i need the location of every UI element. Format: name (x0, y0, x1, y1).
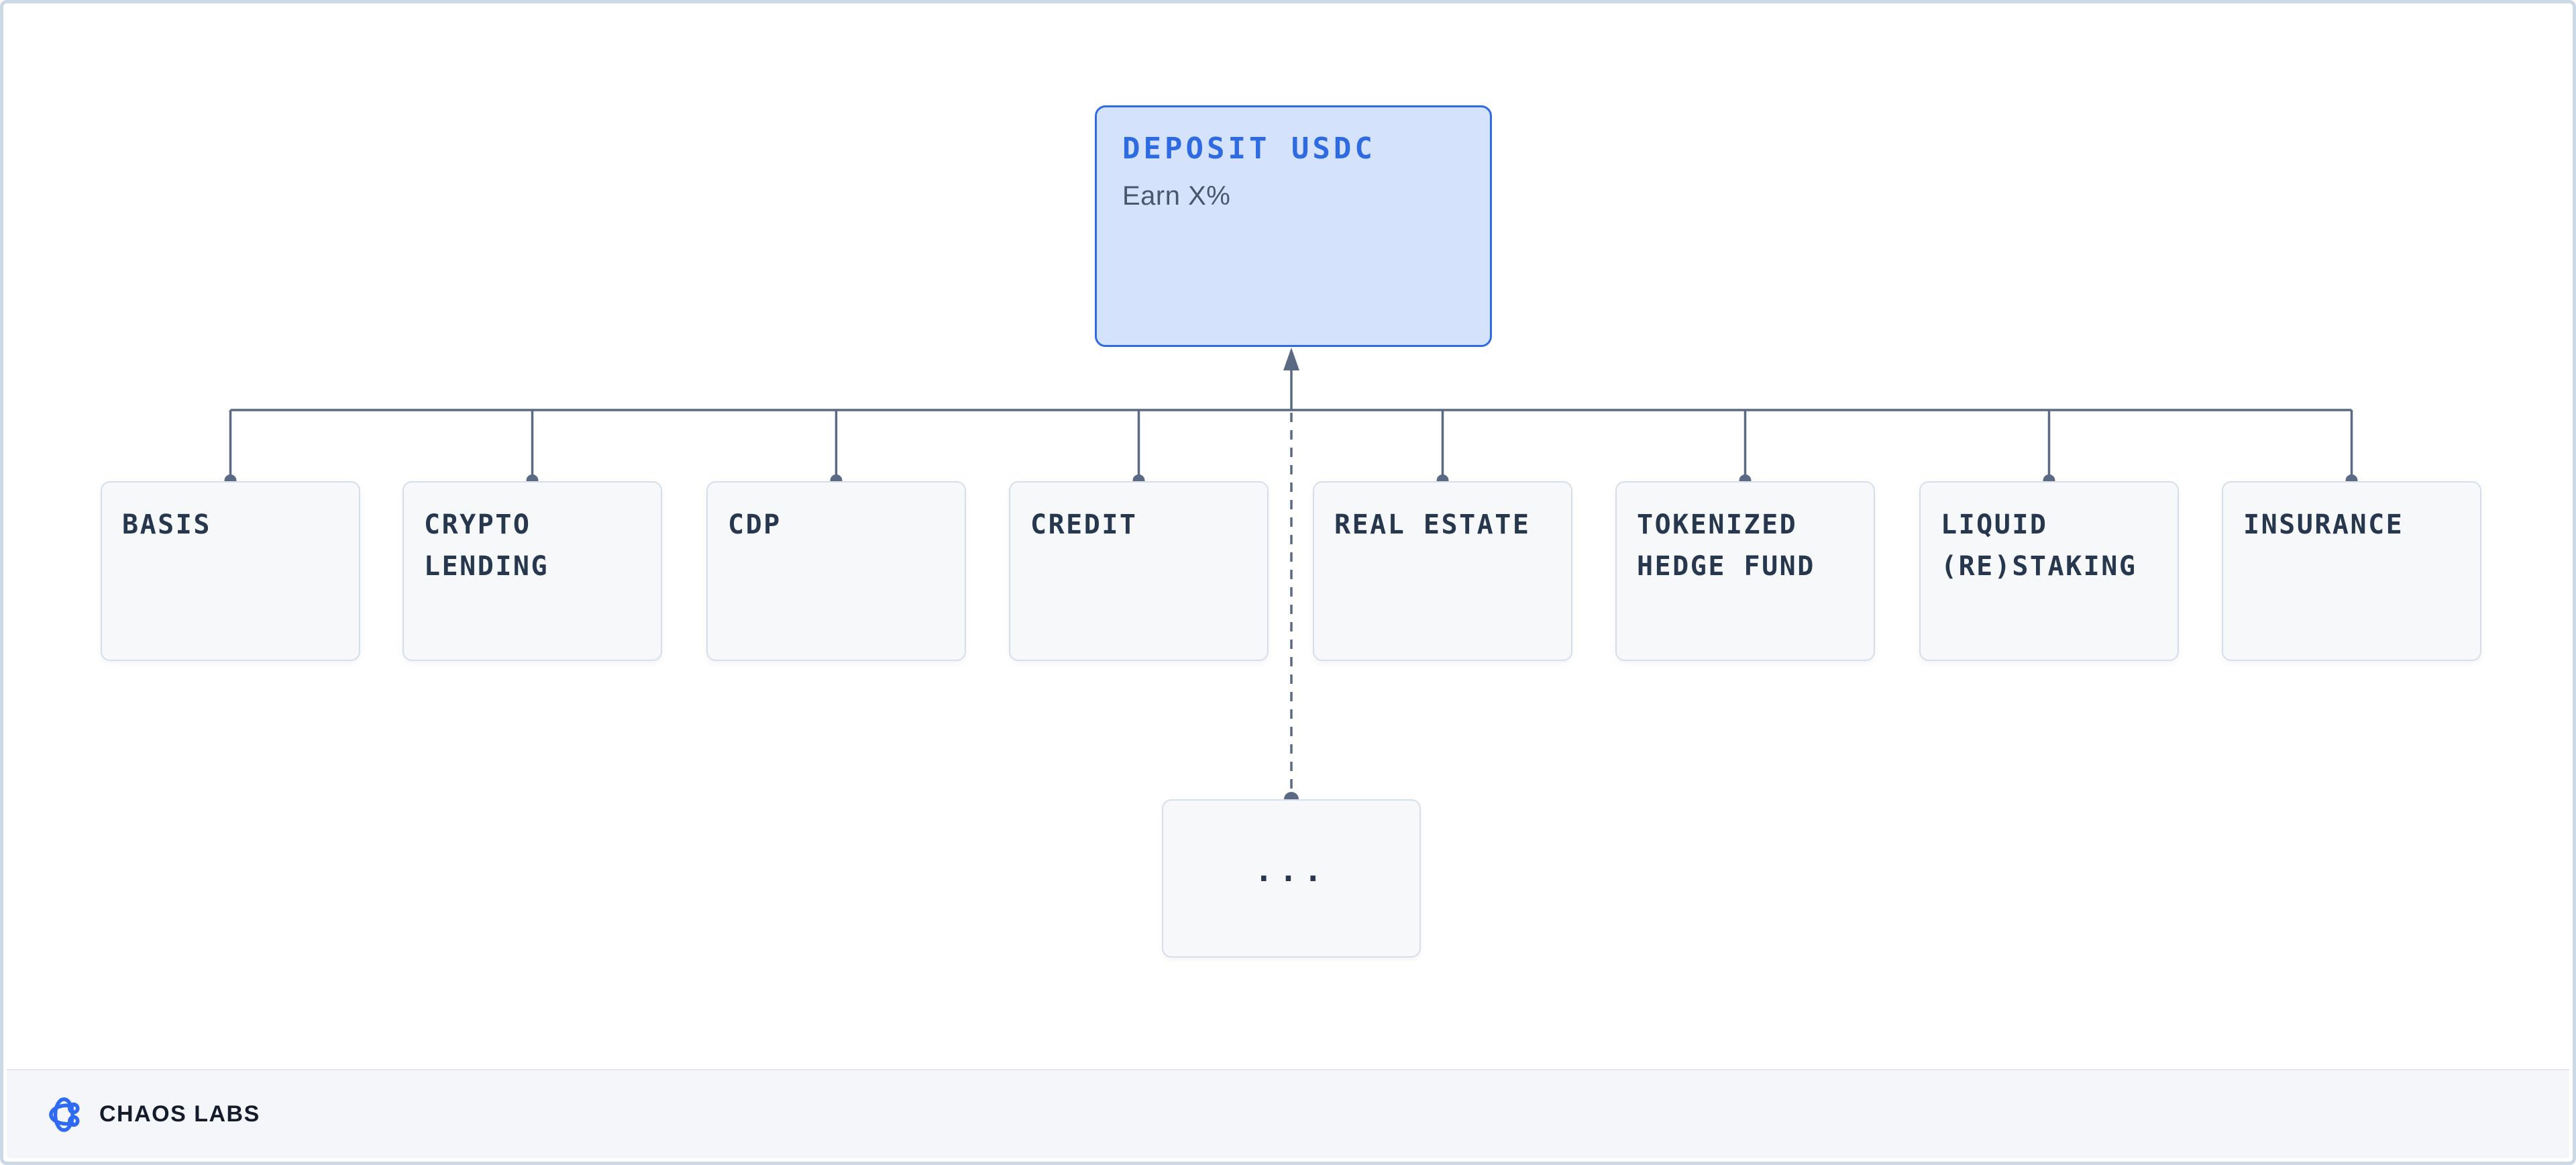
logo-vertical-ellipse (53, 1097, 74, 1132)
node-real-estate: REAL ESTATE (1313, 481, 1572, 661)
brand-name: CHAOS LABS (99, 1101, 260, 1127)
node-label: CREDIT (1030, 509, 1138, 540)
footer-bar: CHAOS LABS (7, 1069, 2569, 1158)
node-label: INSURANCE (2243, 509, 2404, 540)
node-more: ... (1162, 799, 1421, 958)
node-credit: CREDIT (1009, 481, 1269, 661)
node-deposit-usdc: DEPOSIT USDC Earn X% (1095, 105, 1492, 347)
root-node-title: DEPOSIT USDC (1122, 132, 1376, 166)
chaos-labs-gyroscope-icon (49, 1097, 80, 1132)
connector-arrowhead (1283, 348, 1299, 370)
node-label: LIQUID (RE)STAKING (1941, 509, 2137, 582)
node-label: TOKENIZED HEDGE FUND (1637, 509, 1815, 582)
more-node-label: ... (1254, 852, 1329, 889)
node-crypto-lending: CRYPTO LENDING (402, 481, 662, 661)
node-cdp: CDP (706, 481, 966, 661)
node-label: BASIS (122, 509, 211, 540)
node-insurance: INSURANCE (2222, 481, 2481, 661)
node-label: REAL ESTATE (1334, 509, 1531, 540)
node-basis: BASIS (101, 481, 360, 661)
node-liquid-restaking: LIQUID (RE)STAKING (1919, 481, 2179, 661)
logo-top-loop (68, 1102, 80, 1114)
node-tokenized-hedge-fund: TOKENIZED HEDGE FUND (1615, 481, 1875, 661)
logo-bottom-loop (68, 1115, 80, 1127)
node-label: CDP (728, 509, 782, 540)
logo-horizontal-arc (49, 1103, 74, 1125)
root-node-subtitle: Earn X% (1122, 181, 1231, 211)
node-label: CRYPTO LENDING (424, 509, 549, 582)
